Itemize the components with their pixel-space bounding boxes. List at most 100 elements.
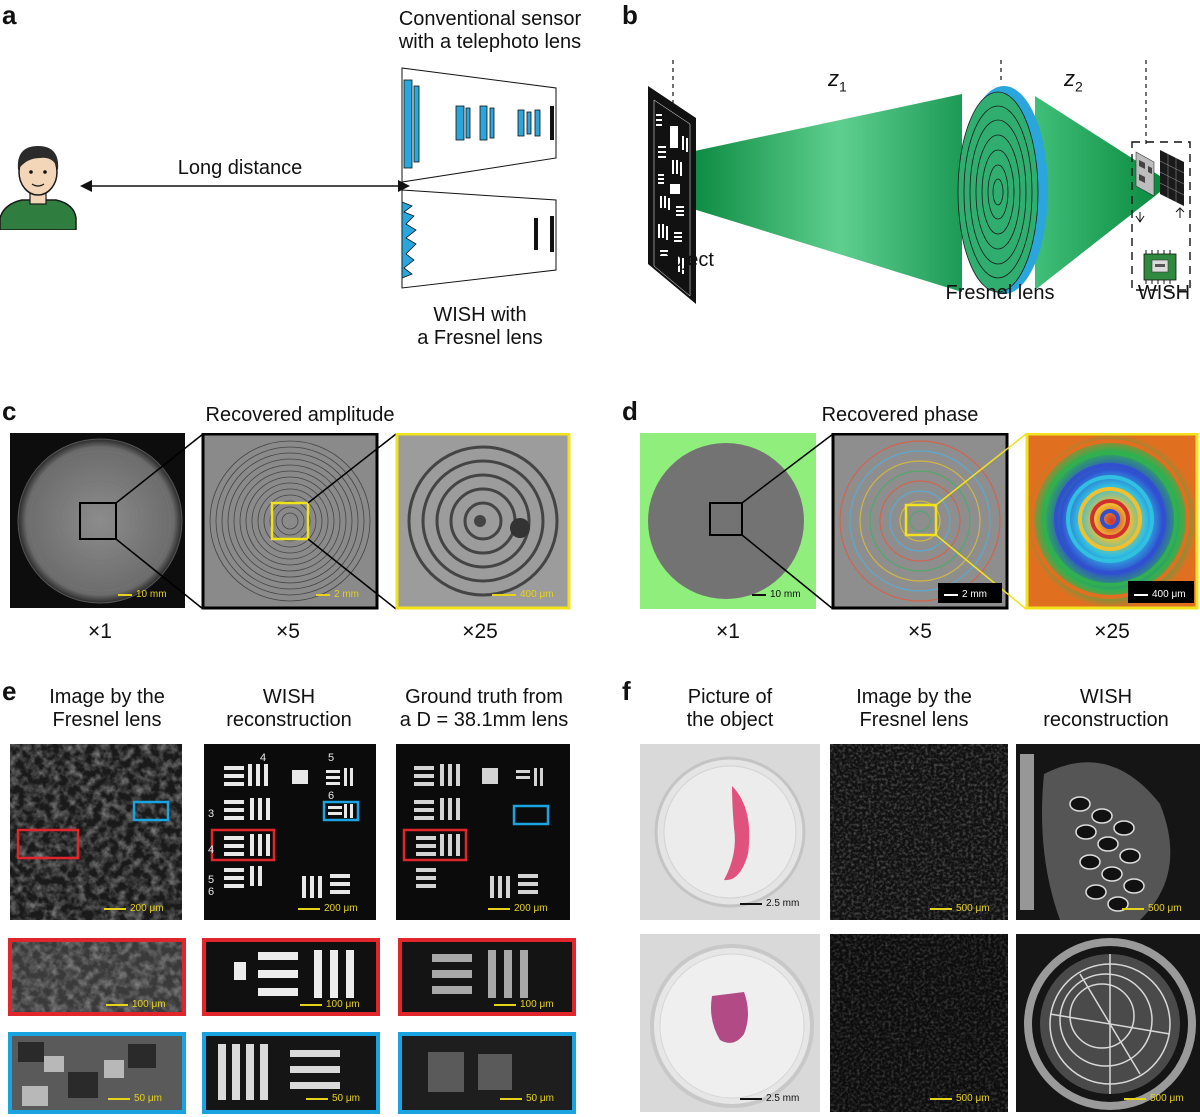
e-main-images <box>10 744 570 920</box>
f-row2-photo-scalebar: 2.5 mm <box>740 1093 799 1104</box>
panel-e-label: e <box>2 676 17 706</box>
wish-label: WISH <box>1137 282 1191 304</box>
phase-x25-scalebar: 400 μm <box>1134 589 1186 600</box>
f-row2-fresnel <box>830 934 1008 1112</box>
optical-setup-diagram <box>648 60 1191 304</box>
amplitude-zoom-box-1 <box>79 502 117 540</box>
z2-subscript: 2 <box>1075 78 1083 95</box>
amplitude-mag-x25: ×25 <box>462 620 498 643</box>
e-col2-line2: reconstruction <box>226 709 352 731</box>
e-fresnel-scalebar: 200 μm <box>104 903 164 914</box>
e-red-zoom-row <box>8 938 576 1016</box>
amplitude-x5-image <box>201 433 379 610</box>
e-blue-fresnel-scalebar-label: 50 μm <box>134 1093 162 1104</box>
e-col3-line1: Ground truth from <box>405 686 563 708</box>
e-blue-groundtruth-scalebar: 50 μm <box>500 1093 554 1104</box>
phase-images <box>640 433 1199 610</box>
f-row1-wish <box>1016 744 1200 920</box>
f-col3-line2: reconstruction <box>1043 709 1169 731</box>
f-row1-photo <box>640 744 820 920</box>
e-chart-digit: 4 <box>260 752 267 764</box>
f-col2-line2: Fresnel lens <box>859 709 969 731</box>
f-row1-photo-scalebar-label: 2.5 mm <box>766 898 800 909</box>
object-label: Object <box>656 249 714 271</box>
e-wish-red-box <box>210 828 276 862</box>
wish-title: WISH with a Fresnel lens <box>360 304 600 350</box>
wish-title-line1: WISH with <box>433 304 527 326</box>
e-chart-digits: 4 3 4 5 6 5 6 <box>208 746 380 916</box>
e-fresnel-scalebar-label: 200 μm <box>130 903 164 914</box>
amplitude-x25-scalebar-label: 400 μm <box>520 589 554 600</box>
e-groundtruth-image <box>396 744 570 920</box>
wish-fresnel-sensor-diagram <box>401 189 557 289</box>
e-col3-line2: a D = 38.1mm lens <box>399 709 569 731</box>
e-chart-digit: 3 <box>208 808 215 820</box>
e-red-fresnel-scalebar-label: 100 μm <box>132 999 166 1010</box>
e-chart-digit: 4 <box>208 844 215 856</box>
phase-zoom-box-2 <box>904 503 938 537</box>
z1-label: z1 <box>828 66 847 94</box>
e-chart-digit: 5 <box>328 752 335 764</box>
amplitude-images <box>10 433 571 610</box>
phase-x25-scalebar-label: 400 μm <box>1152 589 1186 600</box>
amplitude-zoom-box-2 <box>270 501 310 541</box>
f-col1-line1: Picture of <box>687 686 773 708</box>
sensor-grid <box>1159 150 1185 206</box>
sensor-title: Conventional sensor with a telephoto len… <box>360 8 620 54</box>
telephoto-sensor-diagram <box>401 67 557 183</box>
panel-a-label: a <box>2 0 17 30</box>
e-blue-zoom-wish <box>202 1032 380 1114</box>
f-col1-line2: the object <box>686 709 774 731</box>
e-wish-scalebar: 200 μm <box>298 903 358 914</box>
e-wish-blue-box <box>322 800 360 822</box>
long-distance-label: Long distance <box>177 157 303 179</box>
e-col2-heading: WISH reconstruction <box>196 686 382 732</box>
f-row2-fresnel-scalebar-label: 500 μm <box>956 1093 990 1104</box>
chip-icon <box>1143 250 1177 284</box>
f-col3-heading: WISH reconstruction <box>1012 686 1200 732</box>
phase-x1-scalebar: 10 mm <box>752 589 801 600</box>
f-col1-heading: Picture of the object <box>640 686 820 732</box>
e-col1-heading: Image by the Fresnel lens <box>14 686 200 732</box>
f-row1-fresnel-scalebar-label: 500 μm <box>956 903 990 914</box>
e-blue-groundtruth-scalebar-label: 50 μm <box>526 1093 554 1104</box>
fresnel-lens <box>957 86 1048 294</box>
f-col3-line1: WISH <box>1079 686 1133 708</box>
f-row1-wish-scalebar: 500 μm <box>1122 903 1182 914</box>
sensor-title-line1: Conventional sensor <box>398 8 582 30</box>
phase-x5-image <box>831 433 1009 610</box>
f-col2-heading: Image by the Fresnel lens <box>822 686 1006 732</box>
amplitude-x1-scalebar-label: 10 mm <box>136 589 167 600</box>
e-red-wish-scalebar: 100 μm <box>300 999 360 1010</box>
fresnel-lens-label: Fresnel lens <box>945 282 1055 304</box>
amplitude-x1-scalebar: 10 mm <box>118 589 167 600</box>
f-images <box>640 744 1200 1112</box>
e-red-groundtruth-scalebar-label: 100 μm <box>520 999 554 1010</box>
e-blue-fresnel-scalebar: 50 μm <box>108 1093 162 1104</box>
e-chart-digit: 5 <box>208 874 215 886</box>
phase-mag-x5: ×5 <box>908 620 932 643</box>
phase-x1-scalebar-label: 10 mm <box>770 589 801 600</box>
e-col1-line2: Fresnel lens <box>52 709 162 731</box>
recovered-phase-title: Recovered phase <box>821 404 979 426</box>
e-col1-line1: Image by the <box>49 686 165 708</box>
e-red-zoom-fresnel <box>8 938 186 1016</box>
sensor-title-line2: with a telephoto lens <box>398 31 582 53</box>
panel-f-label: f <box>622 676 631 706</box>
panel-d-label: d <box>622 396 638 426</box>
phase-zoom-box-1 <box>709 502 743 536</box>
beam-object-to-lens <box>690 94 962 292</box>
amplitude-x5-scalebar: 2 mm <box>316 589 359 600</box>
e-chart-digit: 6 <box>208 886 215 898</box>
e-red-groundtruth-scalebar: 100 μm <box>494 999 554 1010</box>
z1-subscript: 1 <box>839 78 847 95</box>
f-row2-photo <box>640 934 820 1112</box>
e-blue-wish-scalebar-label: 50 μm <box>332 1093 360 1104</box>
z1-letter: z <box>828 66 839 91</box>
panel-b-label: b <box>622 0 638 30</box>
person-icon <box>0 146 77 230</box>
f-row1-photo-scalebar: 2.5 mm <box>740 898 799 909</box>
z2-label: z2 <box>1064 66 1083 94</box>
amplitude-mag-x1: ×1 <box>88 620 112 643</box>
e-wish-scalebar-label: 200 μm <box>324 903 358 914</box>
